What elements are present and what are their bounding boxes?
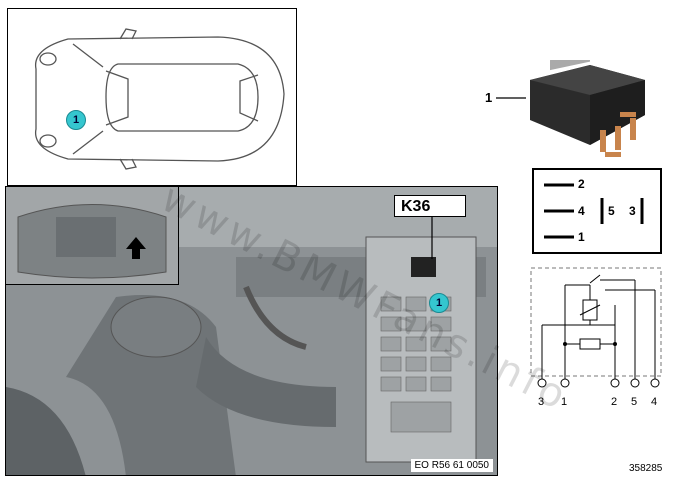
engine-bay-panel: K36 1 EO R56 61 0050	[5, 186, 498, 476]
pin-label-4: 4	[578, 204, 585, 218]
terminal-3	[537, 378, 547, 388]
drawing-code: EO R56 61 0050	[410, 459, 493, 472]
terminal-1	[560, 378, 570, 388]
engine-bay-overview-inset	[6, 187, 179, 285]
relay-illustration: 1	[485, 60, 645, 157]
terminal-2	[610, 378, 620, 388]
relay-pin-layout: 2 4 1 5 3	[532, 168, 662, 254]
arrow-up-icon	[126, 237, 146, 259]
car-outline	[34, 28, 285, 170]
pin-label-5: 5	[608, 204, 615, 218]
terminal-4	[650, 378, 660, 388]
location-callout-1: 1	[66, 110, 86, 130]
terminal-5	[630, 378, 640, 388]
terminal-label-3: 3	[538, 396, 545, 408]
car-location-panel: 1	[7, 8, 297, 186]
component-label-k36: K36	[394, 195, 466, 217]
relay-location-callout: 1	[429, 293, 449, 313]
pin-layout-lines	[544, 183, 644, 239]
inset-drawing	[6, 187, 178, 284]
part-reference-number: 358285	[629, 463, 663, 474]
relay-callout-number: 1	[485, 90, 492, 105]
pin-label-2: 2	[578, 177, 585, 191]
terminal-label-2: 2	[611, 396, 618, 408]
terminal-label-4: 4	[651, 396, 658, 408]
pin-label-3: 3	[629, 204, 636, 218]
terminal-label-1: 1	[561, 396, 568, 408]
pin-label-1: 1	[578, 230, 585, 244]
relay-circuit-schematic	[530, 267, 662, 388]
terminal-label-5: 5	[631, 396, 638, 408]
